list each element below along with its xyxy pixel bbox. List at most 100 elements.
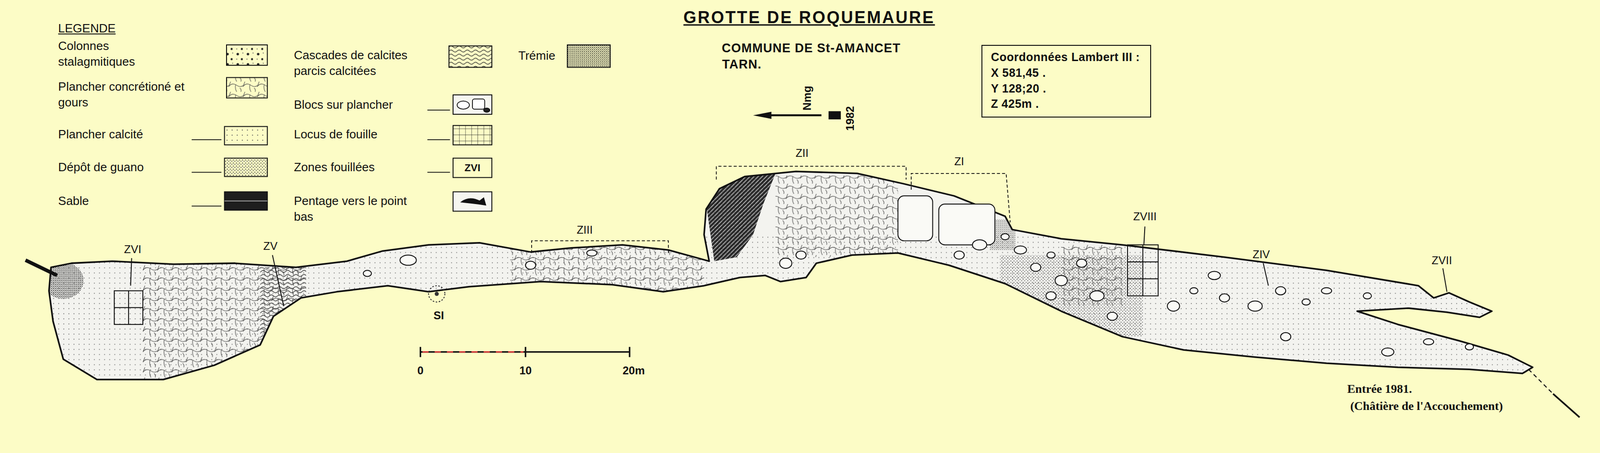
legend-text: Zones fouillées	[294, 159, 424, 176]
cave-wall	[49, 171, 1533, 380]
legend-swatch	[453, 94, 492, 115]
floor-blocks	[1207, 271, 1220, 280]
zone-label: ZV	[263, 239, 278, 253]
legend-sample-art	[461, 197, 486, 205]
cave-floor-fill	[1061, 244, 1123, 306]
cave-floor-fill	[40, 234, 1551, 398]
floor-blocks	[938, 203, 995, 245]
cave-floor-fill	[40, 173, 1551, 398]
floor-blocks	[1189, 287, 1199, 294]
zone-label: ZIII	[576, 222, 593, 237]
scale-value: 20m	[622, 363, 645, 378]
floor-blocks	[399, 254, 417, 265]
floor-blocks	[1107, 312, 1118, 321]
floor-blocks	[1423, 338, 1434, 345]
legend-swatch	[448, 45, 492, 68]
legend-leader	[427, 109, 450, 111]
cave-floor-fill	[142, 254, 307, 388]
legend-text: Plancher calcité	[58, 126, 189, 143]
entrance-label: Entrée 1981.	[1347, 381, 1412, 396]
survey-year: 1982	[843, 105, 857, 131]
zone-leaders	[130, 226, 1447, 307]
zone-leaders	[1263, 263, 1269, 286]
north-arrow	[753, 111, 772, 119]
zone-brackets	[911, 173, 1011, 223]
department-name: TARN.	[722, 56, 762, 72]
zone-label: ZVII	[1431, 253, 1453, 267]
floor-blocks	[1381, 347, 1394, 356]
floor-blocks	[1275, 286, 1286, 295]
legend-leader	[427, 171, 450, 173]
scale-bar	[420, 346, 630, 357]
zone-leaders	[1442, 268, 1447, 292]
entrances	[25, 259, 1580, 417]
legend-sample-art	[224, 98, 491, 205]
cave-floor-fill	[775, 175, 899, 257]
scale-bar	[420, 346, 630, 357]
floor-blocks	[525, 260, 536, 270]
excavation-grid	[1127, 244, 1159, 296]
legend-leader	[191, 205, 222, 207]
legend-sample-art	[224, 200, 268, 202]
floor-blocks	[779, 257, 792, 269]
coordinate-text: Z 425m .	[990, 96, 1142, 112]
commune-name: COMMUNE DE St-AMANCET	[721, 40, 901, 56]
legend-sample-art	[472, 98, 485, 110]
coordinate-text: Y 128;20 .	[990, 80, 1142, 97]
entrance-name: (Châtière de l'Accouchement)	[1350, 398, 1503, 414]
cave-floor-fill	[705, 173, 776, 262]
legend-text: Dépôt de guano	[58, 159, 189, 176]
legend-text: Blocs sur plancher	[294, 97, 424, 113]
legend-text: Sable	[58, 193, 189, 209]
site-label: SI	[433, 308, 445, 323]
floor-blocks	[363, 195, 1474, 356]
floor-blocks	[1045, 291, 1056, 301]
floor-blocks	[1280, 332, 1291, 341]
floor-blocks	[1030, 263, 1041, 272]
north-label: Nmg	[800, 85, 815, 111]
legend-leader	[191, 110, 451, 206]
legend-text: Trémie	[518, 48, 649, 64]
zone-label: ZI	[954, 154, 964, 168]
legend-heading: LEGENDE	[58, 21, 116, 36]
zone-label: ZIV	[1252, 247, 1270, 261]
floor-blocks	[1363, 292, 1372, 299]
legend-swatch	[226, 44, 268, 66]
excavation-grid	[114, 290, 143, 325]
legend-swatch	[226, 77, 268, 99]
floor-blocks	[1014, 245, 1027, 254]
legend-text: Plancher concrétioné et gours	[58, 79, 189, 111]
zone-brackets	[716, 165, 907, 180]
floor-blocks	[1047, 251, 1056, 258]
cave-wall	[49, 171, 1533, 380]
floor-blocks	[1301, 298, 1311, 305]
zone-leaders	[272, 254, 284, 306]
coordinate-text: X 581,45 .	[990, 65, 1142, 81]
floor-blocks	[1465, 343, 1474, 350]
stalagmite-ring	[428, 285, 445, 302]
legend-swatches	[224, 44, 611, 211]
floor-blocks	[1000, 233, 1010, 240]
entrances	[1552, 393, 1580, 417]
zone-brackets	[531, 165, 1011, 255]
floor-blocks	[972, 239, 987, 250]
floor-blocks	[363, 269, 372, 276]
legend-swatch	[224, 126, 268, 145]
legend-swatch	[453, 158, 492, 178]
excavation-grid	[114, 244, 1159, 325]
legend-sample-art	[483, 108, 490, 113]
legend-swatch	[567, 44, 611, 68]
floor-blocks	[954, 250, 965, 259]
zone-brackets	[531, 240, 669, 255]
floor-blocks	[586, 249, 597, 256]
legend-text: Cascades de calcites parcis calcitées	[294, 47, 424, 80]
legend-text: Locus de fouille	[294, 126, 424, 143]
map-title: GROTTE DE ROQUEMAURE	[683, 7, 935, 28]
legend-leader	[191, 171, 222, 173]
excavation-grid	[114, 290, 143, 325]
north-arrow	[828, 110, 841, 120]
legend-swatch	[453, 191, 492, 212]
excavation-grid	[1127, 244, 1159, 296]
stalagmite-ring	[428, 285, 445, 302]
